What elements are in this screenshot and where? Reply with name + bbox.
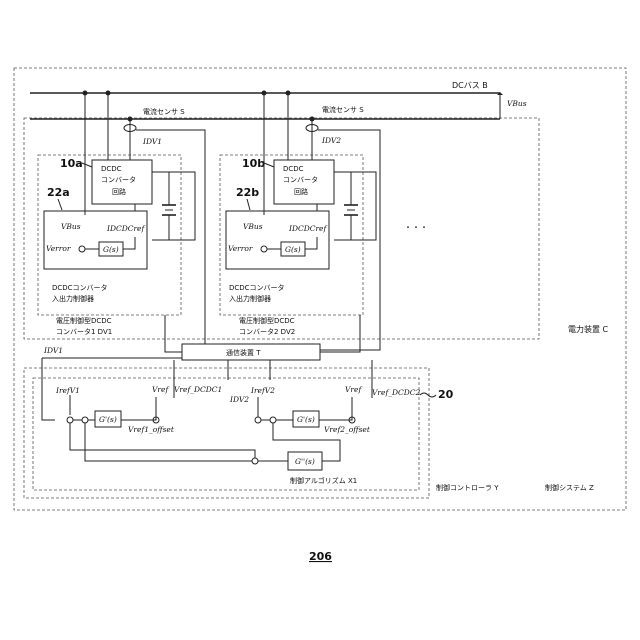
ref-10b: 10b xyxy=(242,157,265,170)
dv2-label-line1: 電圧制御型DCDC xyxy=(239,316,295,325)
battery-b-wiring xyxy=(334,172,376,240)
sum-node-1b xyxy=(82,417,88,423)
v-error-b: Verror xyxy=(228,244,253,253)
dcdc-converter-b-line1: DCDC xyxy=(283,165,304,173)
power-device-label: 電力装置 C xyxy=(568,324,609,334)
g-prime-2: G'(s) xyxy=(297,415,315,424)
v-ref-dcdc2-label: Vref_DCDC2 xyxy=(372,388,420,397)
g-s-b: G(s) xyxy=(285,245,301,254)
dv1-label-line1: 電圧制御型DCDC xyxy=(56,316,112,325)
dcdc-converter-a-line2: コンバータ xyxy=(101,175,136,184)
sum-node-2b xyxy=(270,417,276,423)
i-dcdcref-a: IDCDCref xyxy=(106,224,145,233)
i-dcdcref-b: IDCDCref xyxy=(288,224,327,233)
loop1-input xyxy=(42,358,55,420)
dcdc-converter-a-line1: DCDC xyxy=(101,165,122,173)
i-refv1-label: IrefV1 xyxy=(55,386,80,395)
io-controller-b-line1: DCDCコンバータ xyxy=(229,283,285,292)
current-sensor-2-label: 電流センサ S xyxy=(322,105,364,114)
v-ref1-offset-label: Vref1_offset xyxy=(128,425,175,434)
comm-device-label: 通信装置 T xyxy=(226,348,261,357)
dc-bus-label: DCバス B xyxy=(452,81,488,90)
i-dv1-low-label: IDV1 xyxy=(43,346,63,355)
dcdc-converter-a-line3: 回路 xyxy=(112,187,126,196)
gp1-to-sum xyxy=(121,397,156,420)
v-ref-2-label: Vref xyxy=(345,385,362,394)
io-controller-b xyxy=(226,211,329,269)
io-controller-a xyxy=(44,211,147,269)
ref-22a: 22a xyxy=(47,186,70,199)
dv1-label-line2: コンバータ1 DV1 xyxy=(56,327,112,336)
dcdc-converter-b-line3: 回路 xyxy=(294,187,308,196)
comm-to-dv2 xyxy=(320,315,360,352)
ref-22b-leader xyxy=(247,199,250,210)
ref-22b: 22b xyxy=(236,186,259,199)
algorithm-frame xyxy=(33,378,419,490)
ref-10a: 10a xyxy=(60,157,83,170)
ref-20: 20 xyxy=(438,388,454,401)
ellipsis: ・・・ xyxy=(404,223,428,232)
ref-10b-leader xyxy=(264,163,274,167)
dcdc-converter-b-line2: コンバータ xyxy=(283,175,318,184)
v-bus-label: VBus xyxy=(507,99,527,108)
ref-10a-leader xyxy=(82,163,92,167)
v-ref-dcdc1-label: Vref_DCDC1 xyxy=(174,385,222,394)
i-dv1-label: IDV1 xyxy=(142,137,162,146)
battery-a-wiring xyxy=(152,172,195,240)
g-prime-1: G'(s) xyxy=(99,415,117,424)
sum-node-3 xyxy=(252,458,258,464)
io-controller-a-line2: 入出力制御器 xyxy=(52,294,94,303)
sum-node-1 xyxy=(67,417,73,423)
controller-label: 制御コントローラ Y xyxy=(436,483,499,492)
dv2-label-line2: コンバータ2 DV2 xyxy=(239,327,295,336)
g-s-a: G(s) xyxy=(103,245,119,254)
control-system-label: 制御システム Z xyxy=(545,483,594,492)
ref-20-leader xyxy=(420,393,436,397)
gp2-to-sum xyxy=(319,397,352,420)
i-refv2-label: IrefV2 xyxy=(250,386,275,395)
ref-22a-leader xyxy=(58,199,62,210)
i-dv2-low-label: IDV2 xyxy=(229,395,249,404)
v-ref2-offset-label: Vref2_offset xyxy=(324,425,371,434)
v-bus-a: VBus xyxy=(61,222,81,231)
comm-to-dv1 xyxy=(165,315,182,352)
io-controller-b-line2: 入出力制御器 xyxy=(229,294,271,303)
current-sensor-1-label: 電流センサ S xyxy=(143,107,185,116)
v-ref-1-label: Vref xyxy=(152,385,169,394)
algorithm-label: 制御アルゴリズム X1 xyxy=(290,476,357,485)
page-number: 206 xyxy=(309,550,332,563)
io-controller-a-line1: DCDCコンバータ xyxy=(52,283,108,292)
sum-node-2 xyxy=(255,417,261,423)
i-dv2-label: IDV2 xyxy=(321,136,341,145)
g-double-prime: G''(s) xyxy=(295,457,315,466)
v-bus-b: VBus xyxy=(243,222,263,231)
v-error-a: Verror xyxy=(46,244,71,253)
